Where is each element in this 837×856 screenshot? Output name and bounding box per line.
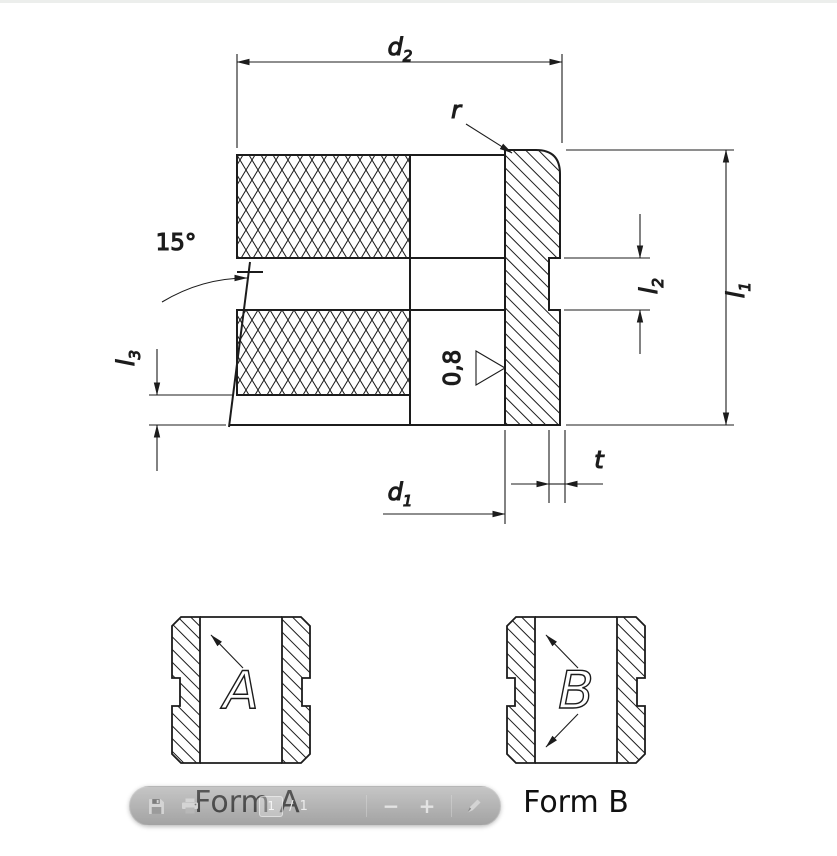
dimension-d2: d2 xyxy=(236,32,563,148)
l2-label: l2 xyxy=(635,278,667,294)
r-label: r xyxy=(451,96,463,124)
l1-label: l1 xyxy=(722,282,754,298)
dimension-l1: l1 xyxy=(566,149,755,426)
save-icon xyxy=(149,798,164,814)
dimension-angle: 15° xyxy=(155,229,248,303)
knurl-lower-section xyxy=(236,309,411,396)
print-icon xyxy=(182,798,198,814)
d1-label: d1 xyxy=(388,478,413,510)
dimension-r: r xyxy=(451,95,513,154)
dimension-l3: l3 xyxy=(111,349,233,471)
surface-roughness: 0,8 xyxy=(439,349,507,387)
dimension-d1: d1 xyxy=(383,430,506,524)
toolbar-divider xyxy=(451,795,453,817)
page-number-input[interactable]: 1 xyxy=(259,795,284,817)
t-label: t xyxy=(594,446,605,474)
form-b-arrow-top xyxy=(545,634,579,669)
toolbar-divider xyxy=(366,795,368,817)
form-b-right-wall xyxy=(616,616,646,764)
d2-label: d2 xyxy=(388,33,413,65)
main-view xyxy=(228,149,561,428)
page-separator: / xyxy=(289,798,294,814)
pen-icon xyxy=(467,799,481,813)
l3-label: l3 xyxy=(112,350,144,366)
save-button[interactable] xyxy=(146,796,167,817)
slot-angle-edge xyxy=(228,261,251,428)
page-indicator: 1 / 1 xyxy=(259,795,308,817)
form-a-arrow xyxy=(210,634,244,669)
form-a-letter: A xyxy=(220,661,259,721)
form-b-arrow-bottom xyxy=(545,713,579,748)
form-a-left-wall xyxy=(171,616,201,764)
knurl-upper-section xyxy=(236,154,411,259)
dimension-l2: l2 xyxy=(564,214,668,354)
form-b-left-wall xyxy=(506,616,536,764)
form-b-caption: Form B xyxy=(523,785,629,820)
annotate-button[interactable] xyxy=(464,796,484,816)
pdf-floating-toolbar: 1 / 1 − + xyxy=(129,786,501,826)
roughness-label: 0,8 xyxy=(440,350,466,387)
form-b-letter: B xyxy=(558,661,594,721)
print-button[interactable] xyxy=(179,796,201,816)
flange-section xyxy=(504,149,561,426)
form-a-view: A xyxy=(171,616,311,764)
dimension-t: t xyxy=(511,430,606,503)
zoom-out-button[interactable]: − xyxy=(379,794,403,818)
angle-label: 15° xyxy=(156,230,197,256)
zoom-in-button[interactable]: + xyxy=(415,794,439,818)
form-b-view: B xyxy=(506,616,646,764)
roughness-symbol xyxy=(475,350,507,386)
form-a-right-wall xyxy=(281,616,311,764)
page-edge xyxy=(0,0,837,3)
page-total: 1 xyxy=(299,798,308,814)
